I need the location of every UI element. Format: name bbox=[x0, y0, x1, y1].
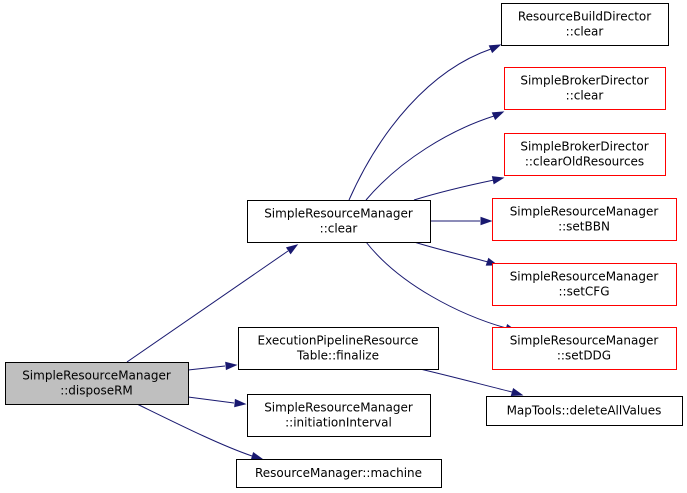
node-box bbox=[504, 67, 666, 110]
edge-line bbox=[187, 396, 235, 404]
node-sbd_clear[interactable]: SimpleBrokerDirector::clear bbox=[504, 67, 666, 110]
arrowhead-icon bbox=[488, 44, 502, 54]
arrowhead-icon bbox=[285, 244, 299, 255]
edge-line bbox=[365, 241, 507, 329]
node-box bbox=[504, 133, 666, 176]
node-label: SimpleBrokerDirector bbox=[520, 140, 648, 154]
edge-disposeRM-to-srm_clear bbox=[126, 244, 299, 363]
node-box bbox=[492, 327, 677, 370]
arrowhead-icon bbox=[250, 451, 264, 461]
node-label: Table::finalize bbox=[296, 349, 379, 363]
node-box bbox=[247, 200, 431, 243]
node-label: SimpleResourceManager bbox=[264, 207, 413, 221]
arrowhead-icon bbox=[480, 216, 493, 226]
arrowhead-icon bbox=[225, 361, 238, 371]
node-label: SimpleResourceManager bbox=[510, 334, 659, 348]
node-label: ResourceManager::machine bbox=[255, 466, 422, 480]
node-label: SimpleResourceManager bbox=[510, 205, 659, 219]
arrowhead-icon bbox=[491, 111, 505, 121]
edge-srm_clear-to-sbd_clear bbox=[365, 111, 505, 201]
arrowhead-icon bbox=[491, 176, 505, 185]
edge-disposeRM-to-rm_machine bbox=[136, 403, 264, 461]
node-label: SimpleResourceManager bbox=[22, 369, 171, 383]
edge-srm_clear-to-rbd_clear bbox=[348, 44, 502, 201]
edge-line bbox=[187, 365, 226, 371]
arrowhead-icon bbox=[234, 398, 247, 408]
node-rbd_clear[interactable]: ResourceBuildDirector::clear bbox=[501, 3, 669, 46]
node-srm_initInterval[interactable]: SimpleResourceManager::initiationInterva… bbox=[247, 394, 431, 437]
edge-line bbox=[136, 403, 253, 457]
edge-srm_clear-to-sbd_clearOld bbox=[413, 176, 505, 201]
node-label: ResourceBuildDirector bbox=[518, 10, 651, 24]
node-box bbox=[492, 198, 677, 241]
node-label: MapTools::deleteAllValues bbox=[507, 404, 662, 418]
node-box bbox=[5, 362, 189, 405]
node-label: ExecutionPipelineResource bbox=[258, 334, 419, 348]
node-disposeRM: SimpleResourceManager::disposeRM bbox=[5, 362, 189, 405]
node-label: ::initiationInterval bbox=[285, 416, 392, 430]
nodes-layer: SimpleResourceManager::disposeRMSimpleRe… bbox=[5, 3, 683, 488]
arrowhead-icon bbox=[510, 387, 524, 397]
edge-line bbox=[419, 368, 513, 393]
node-box bbox=[236, 459, 442, 488]
node-srm_clear[interactable]: SimpleResourceManager::clear bbox=[247, 200, 431, 243]
node-label: SimpleResourceManager bbox=[264, 401, 413, 415]
node-maptools_delete[interactable]: MapTools::deleteAllValues bbox=[486, 396, 683, 426]
edge-srm_clear-to-srm_setCFG bbox=[413, 241, 499, 266]
node-label: ::setCFG bbox=[558, 285, 609, 299]
edge-line bbox=[365, 115, 495, 201]
node-label: SimpleBrokerDirector bbox=[520, 74, 648, 88]
node-label: ::disposeRM bbox=[60, 384, 133, 398]
node-label: ::setDDG bbox=[557, 349, 611, 363]
edge-line bbox=[413, 241, 489, 263]
node-box bbox=[486, 396, 683, 426]
node-label: ::clear bbox=[320, 222, 358, 236]
node-box bbox=[247, 394, 431, 437]
edge-line bbox=[413, 179, 495, 201]
node-srm_setBBN[interactable]: SimpleResourceManager::setBBN bbox=[492, 198, 677, 241]
node-srm_setCFG[interactable]: SimpleResourceManager::setCFG bbox=[492, 263, 677, 306]
node-box bbox=[492, 263, 677, 306]
node-label: ::setBBN bbox=[558, 220, 610, 234]
node-box bbox=[501, 3, 669, 46]
edge-line bbox=[126, 250, 289, 363]
edge-srm_clear-to-srm_setBBN bbox=[430, 216, 493, 226]
edge-disposeRM-to-eprt_finalize bbox=[187, 361, 238, 371]
node-srm_setDDG[interactable]: SimpleResourceManager::setDDG bbox=[492, 327, 677, 370]
node-label: ::clear bbox=[566, 25, 604, 39]
edges-layer bbox=[126, 44, 524, 461]
node-label: SimpleResourceManager bbox=[510, 270, 659, 284]
node-rm_machine[interactable]: ResourceManager::machine bbox=[236, 459, 442, 488]
node-box bbox=[238, 327, 439, 370]
node-label: ::clearOldResources bbox=[525, 155, 644, 169]
edge-eprt_finalize-to-maptools_delete bbox=[419, 368, 524, 397]
edge-disposeRM-to-srm_initInterval bbox=[187, 396, 247, 408]
edge-line bbox=[348, 48, 492, 201]
node-label: ::clear bbox=[566, 89, 604, 103]
node-sbd_clearOld[interactable]: SimpleBrokerDirector::clearOldResources bbox=[504, 133, 666, 176]
